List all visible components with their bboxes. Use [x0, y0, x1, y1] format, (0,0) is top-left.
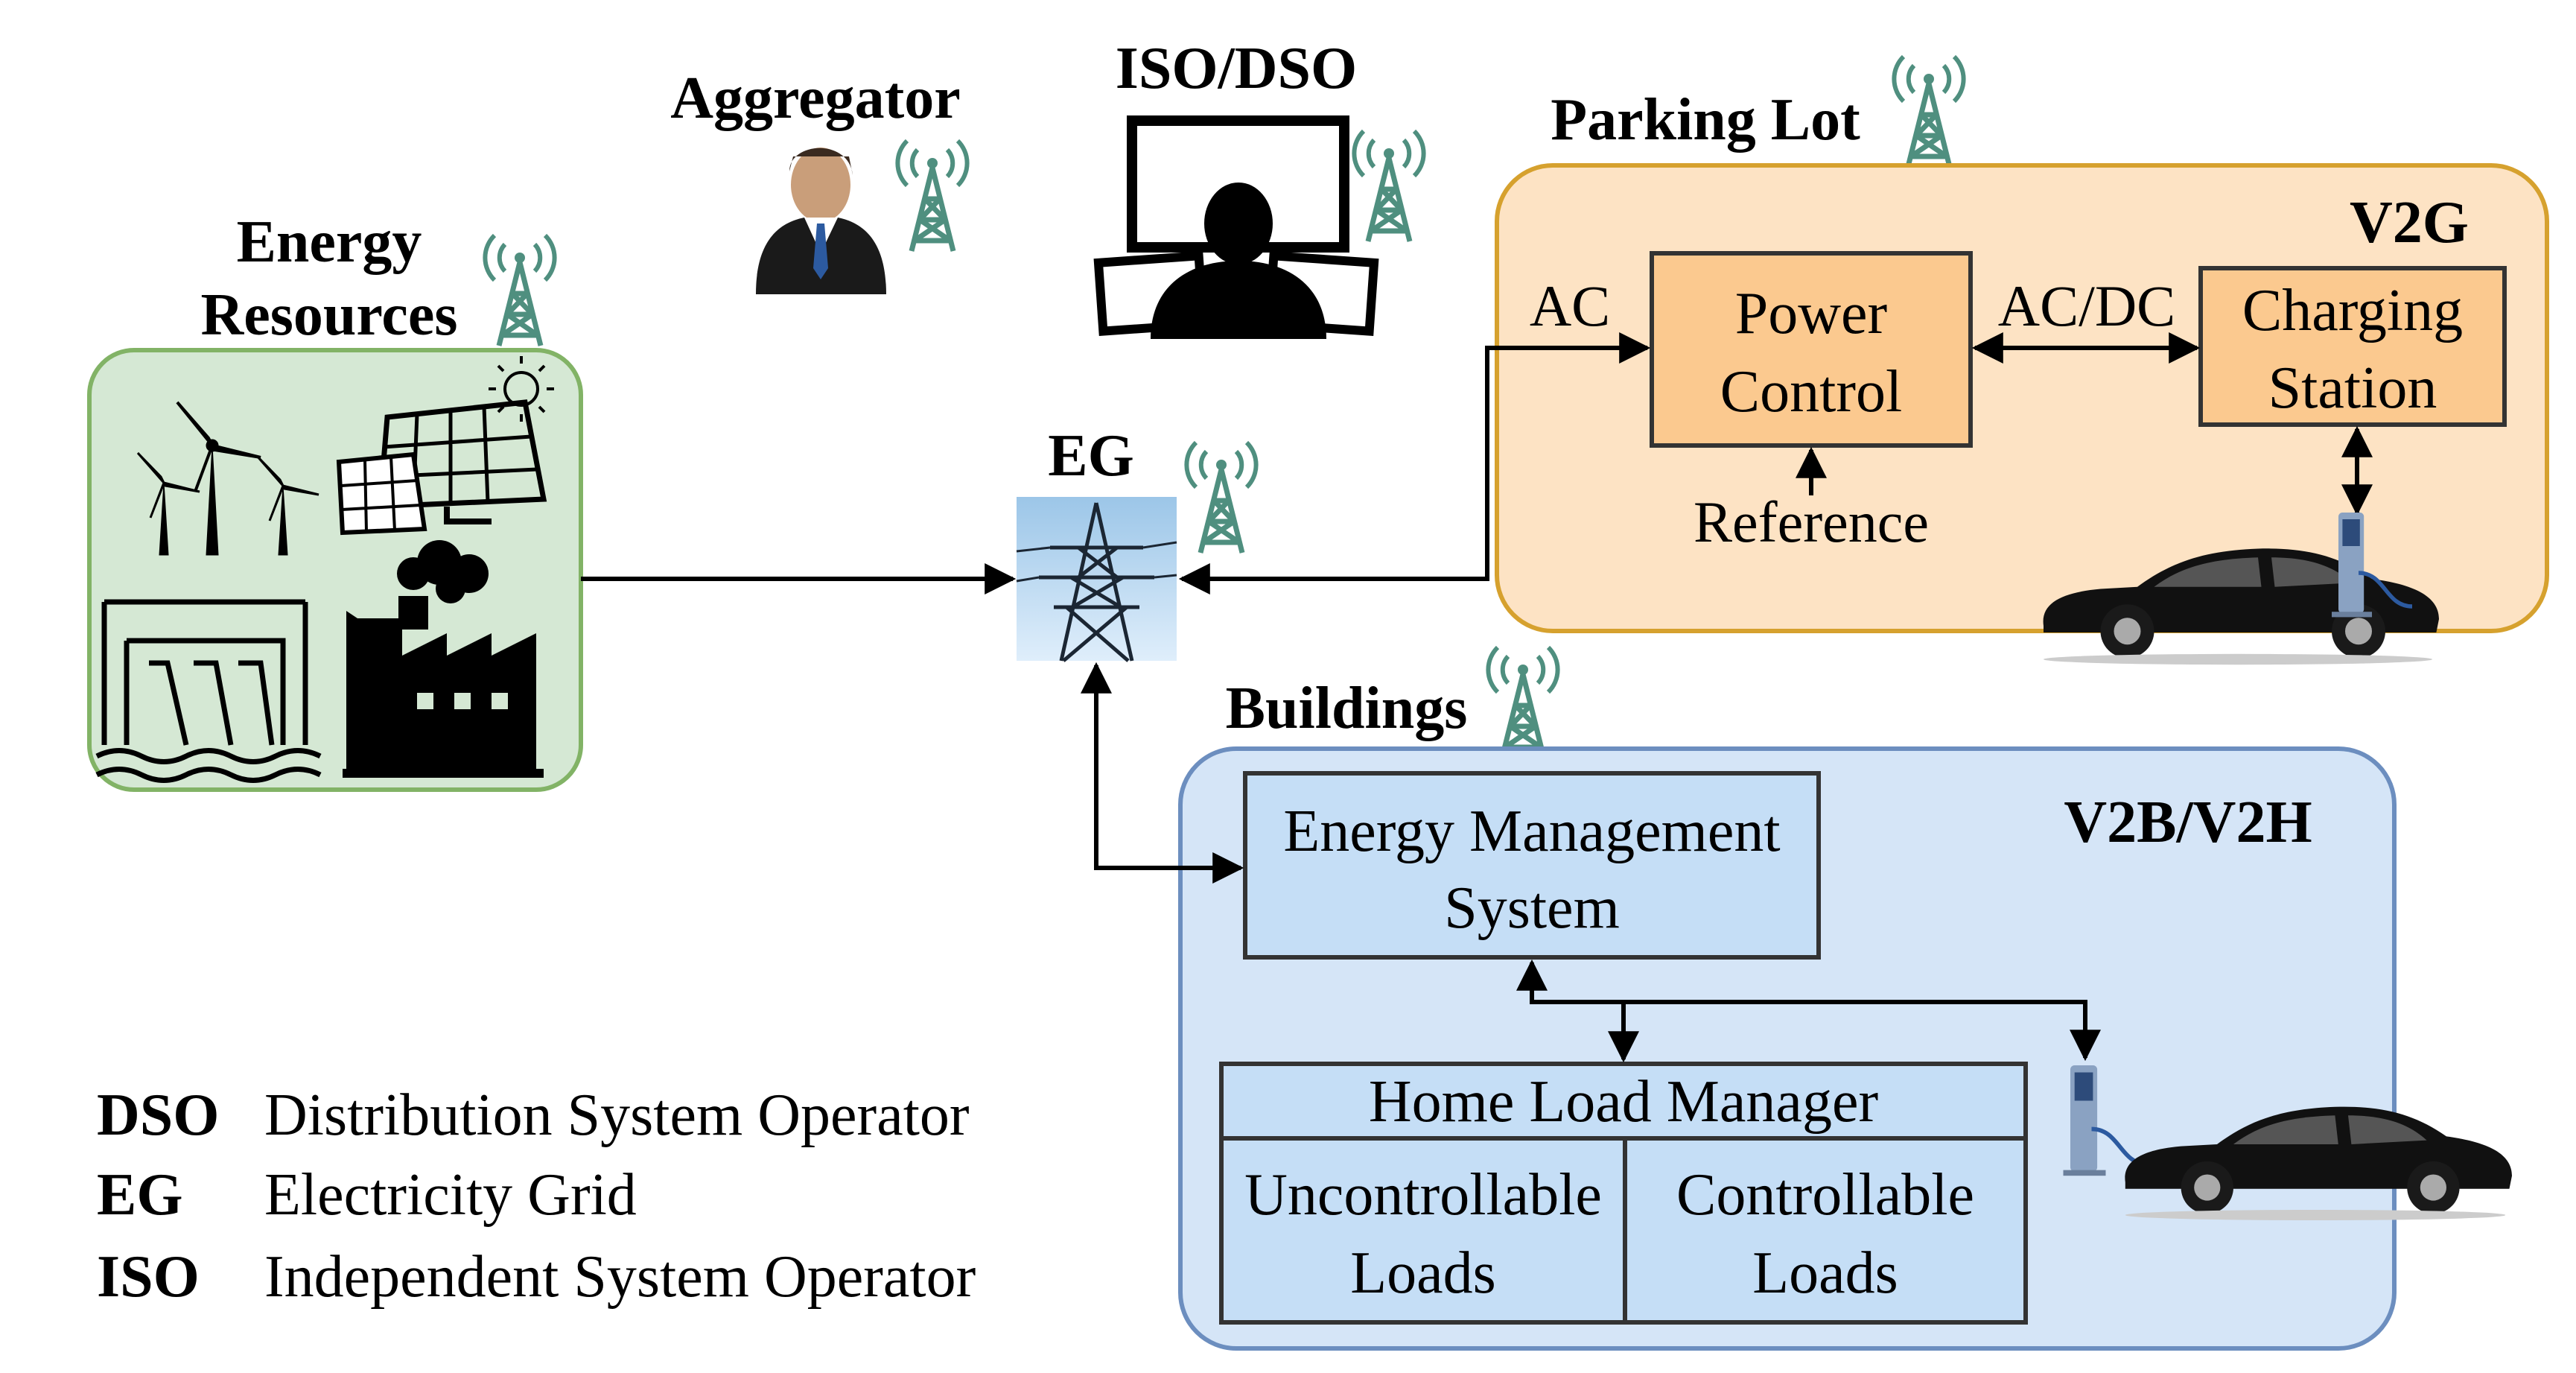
legend-abbr-iso: ISO	[97, 1244, 200, 1310]
aggregator-antenna-icon	[897, 141, 967, 251]
ems-line2: System	[1444, 875, 1620, 941]
hlm-label: Home Load Manager	[1369, 1069, 1878, 1135]
hydro-dam-icon	[95, 599, 322, 783]
factory-icon	[343, 540, 544, 778]
solar-panel-icon	[336, 399, 547, 536]
legend: DSO Distribution System Operator EG Elec…	[97, 1082, 976, 1310]
eg-antenna-icon	[1186, 443, 1256, 553]
iso-dso-antenna-icon	[1354, 131, 1423, 241]
v2g-label: V2G	[2350, 190, 2469, 256]
parking-lot-title: Parking Lot	[1551, 87, 1860, 153]
power-control-line2: Control	[1720, 359, 1902, 425]
transmission-tower-icon	[1016, 497, 1177, 662]
legend-text-eg: Electricity Grid	[264, 1162, 637, 1228]
uncontrollable-loads-block	[1219, 1136, 1627, 1325]
iso-dso-group: ISO/DSO	[1093, 36, 1424, 339]
businessman-icon	[756, 148, 886, 294]
buildings-group: Buildings V2B/V2H Energy Management Syst…	[1178, 647, 2512, 1351]
aggregator-title: Aggregator	[670, 66, 961, 131]
eg-buildings-arrow	[1081, 662, 1244, 884]
reference-label: Reference	[1694, 489, 1929, 554]
parking-antenna-icon	[1894, 57, 1963, 167]
ems-distribution-arrow	[1516, 959, 2101, 1062]
eg-parking-arrow	[1178, 332, 1651, 594]
power-control-line1: Power	[1735, 281, 1887, 346]
parking-lot-group: Parking Lot V2G Power Control Charging S…	[1495, 57, 2549, 665]
energy-resources-group: Energy Resources	[87, 209, 583, 792]
power-control-block	[1650, 251, 1973, 448]
legend-abbr-dso: DSO	[97, 1082, 220, 1148]
charging-station-line2: Station	[2268, 355, 2437, 421]
legend-abbr-eg: EG	[97, 1162, 183, 1228]
ac-label: AC	[1530, 273, 1610, 338]
ems-block	[1243, 771, 1821, 960]
buildings-title: Buildings	[1226, 676, 1468, 741]
ems-line1: Energy Management	[1283, 799, 1780, 864]
iso-dso-title: ISO/DSO	[1116, 36, 1358, 101]
charging-station-block	[2198, 266, 2507, 427]
acdc-label: AC/DC	[1998, 273, 2175, 338]
uncontrollable-line1: Uncontrollable	[1244, 1162, 1602, 1228]
eg-group: EG	[1016, 423, 1256, 662]
buildings-antenna-icon	[1488, 647, 1557, 758]
v2b-v2h-label: V2B/V2H	[2064, 790, 2312, 855]
sun-icon	[489, 356, 554, 422]
energy-resources-title-line2: Resources	[200, 282, 457, 348]
legend-text-iso: Independent System Operator	[264, 1244, 976, 1310]
aggregator-group: Aggregator	[670, 66, 967, 294]
controllable-line2: Loads	[1752, 1240, 1898, 1306]
uncontrollable-line2: Loads	[1350, 1240, 1496, 1306]
charging-station-line1: Charging	[2242, 278, 2463, 343]
wind-turbine-icon	[136, 401, 319, 556]
legend-text-dso: Distribution System Operator	[264, 1082, 970, 1148]
home-load-manager-block	[1219, 1062, 2028, 1141]
energy-resources-title-line1: Energy	[237, 209, 422, 275]
controllable-line1: Controllable	[1676, 1162, 1974, 1228]
operator-monitors-icon	[1093, 115, 1379, 339]
eg-title: EG	[1048, 423, 1134, 489]
controllable-loads-block	[1623, 1136, 2028, 1325]
energy-antenna-icon	[485, 235, 554, 346]
